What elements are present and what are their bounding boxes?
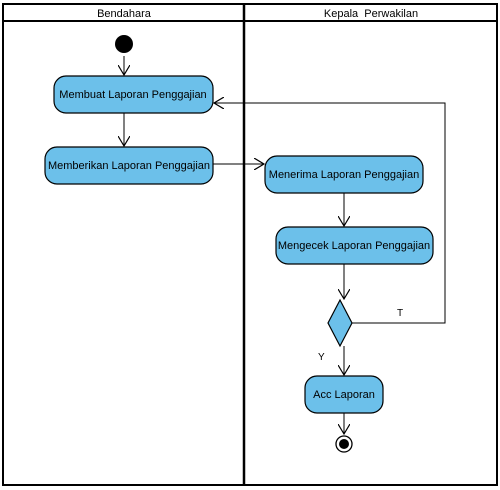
guard-label-y: Y (318, 352, 325, 363)
initial-node (115, 35, 133, 53)
activity-label: Menerima Laporan Penggajian (269, 169, 419, 181)
activity-label: Acc Laporan (313, 389, 375, 401)
activity-label: Mengecek Laporan Penggajian (278, 240, 430, 252)
activity-membuat-laporan: Membuat Laporan Penggajian (53, 75, 214, 114)
edge-decision-to-membuat (214, 103, 446, 324)
activity-memberikan-laporan: Memberikan Laporan Penggajian (44, 146, 214, 185)
swimlane-title-bendahara: Bendahara (97, 8, 152, 20)
final-node (335, 435, 353, 453)
activity-acc-laporan: Acc Laporan (304, 375, 384, 414)
activity-label: Membuat Laporan Penggajian (59, 89, 206, 101)
swimlane-title-kepala-perwakilan: Kepala Perwakilan (324, 8, 418, 20)
guard-label-t: T (397, 308, 403, 319)
activity-mengecek-laporan: Mengecek Laporan Penggajian (275, 226, 434, 265)
activity-label: Memberikan Laporan Penggajian (48, 160, 210, 172)
edges (124, 56, 446, 434)
activity-menerima-laporan: Menerima Laporan Penggajian (264, 155, 424, 194)
decision-node (327, 298, 353, 348)
